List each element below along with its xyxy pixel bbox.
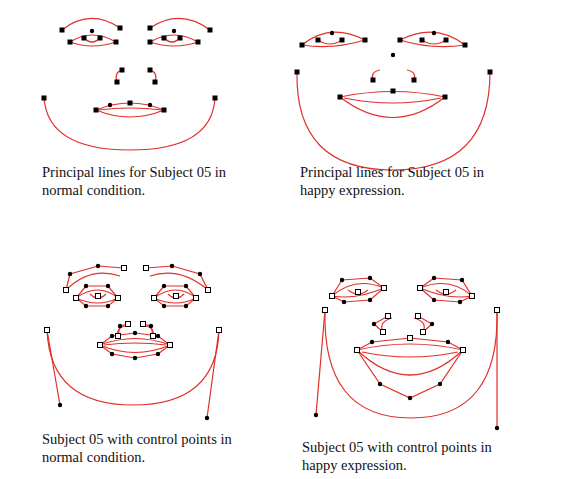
figure-caption: Principal lines for Subject 05 in normal… <box>42 163 256 199</box>
normal-control-lines <box>47 266 219 418</box>
happy-principal-lines <box>297 32 490 170</box>
figure-caption: Subject 05 with control points in normal… <box>42 430 256 466</box>
happy-control-lines <box>316 278 497 428</box>
figure-caption: Principal lines for Subject 05 in happy … <box>300 163 514 199</box>
figure-caption: Subject 05 with control points in happy … <box>302 438 516 474</box>
control-point-markers <box>42 26 500 431</box>
normal-principal-lines <box>44 18 215 150</box>
